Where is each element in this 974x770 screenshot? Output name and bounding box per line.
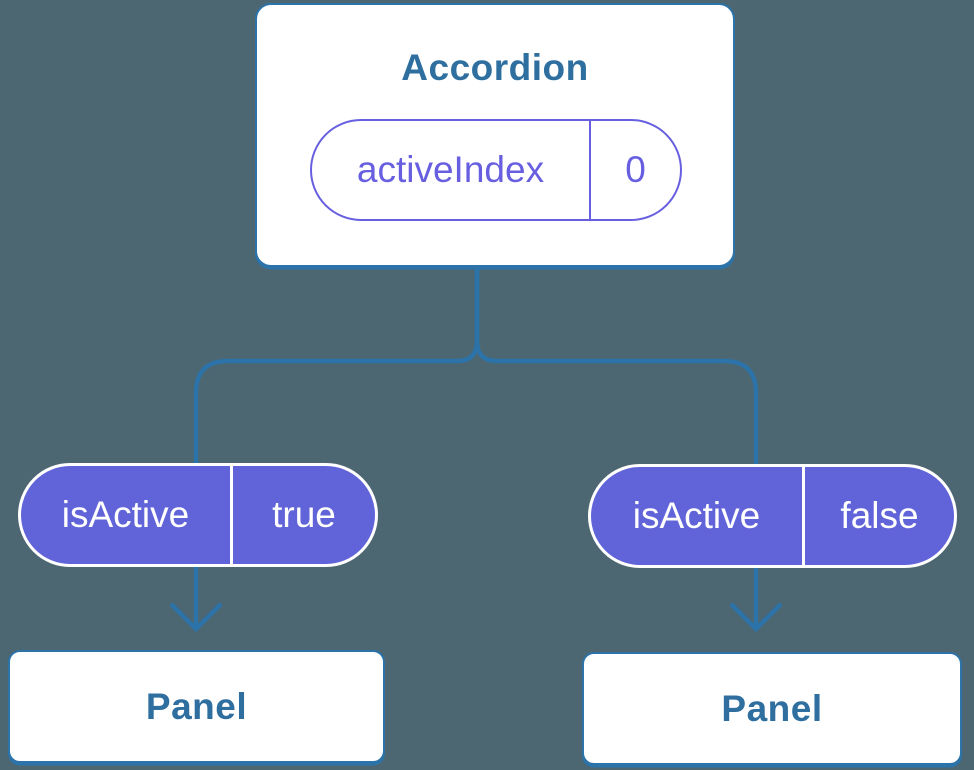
state-pill: activeIndex 0 bbox=[310, 119, 682, 221]
arrowhead-down-left-icon bbox=[169, 602, 223, 633]
connector-left-line bbox=[193, 266, 480, 626]
accordion-node: Accordion activeIndex 0 bbox=[255, 3, 735, 267]
prop-pill-right-label: isActive bbox=[591, 467, 805, 565]
prop-pill-left-value: true bbox=[272, 494, 336, 535]
prop-pill-left: isActive true bbox=[18, 463, 378, 567]
arrowhead-down-right-icon bbox=[729, 602, 783, 633]
panel-right-title: Panel bbox=[721, 687, 823, 729]
connector-right-line bbox=[474, 266, 759, 626]
prop-pill-right: isActive false bbox=[588, 464, 957, 568]
state-pill-label: activeIndex bbox=[312, 121, 591, 219]
accordion-title: Accordion bbox=[401, 47, 589, 88]
prop-pill-right-value: false bbox=[840, 495, 919, 536]
state-pill-value: 0 bbox=[625, 149, 646, 190]
panel-left-title: Panel bbox=[145, 685, 248, 727]
panel-node-left: Panel bbox=[8, 650, 385, 763]
prop-pill-left-label: isActive bbox=[21, 466, 233, 564]
panel-node-right: Panel bbox=[582, 652, 962, 765]
